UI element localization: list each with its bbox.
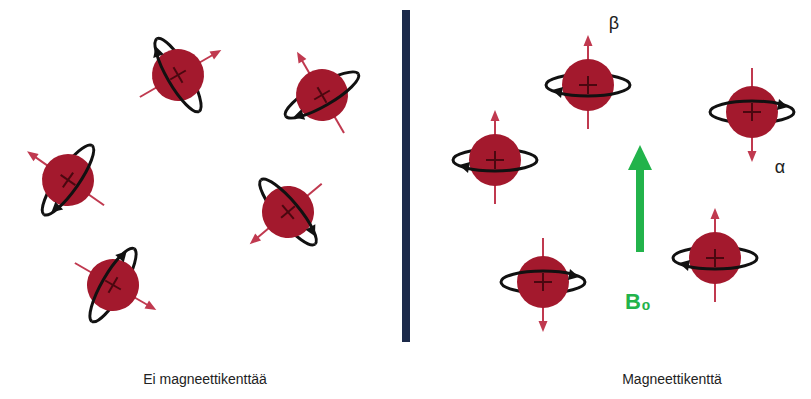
spin-state-label: α (775, 158, 785, 178)
nucleus-spin (3, 117, 128, 240)
nucleus-spin (223, 152, 349, 277)
nucleus-spin (710, 68, 794, 162)
nucleus-spin (119, 14, 242, 134)
field-label: B₀ (625, 290, 651, 314)
nucleus-spin (261, 31, 381, 154)
nucleus-spin (453, 110, 537, 204)
nucleus-spin (501, 238, 585, 332)
panel-caption: Magneettikenttä (622, 372, 722, 387)
nucleus-spin (673, 208, 757, 302)
spin-state-label: β (609, 14, 619, 34)
field-arrowhead (628, 145, 652, 170)
divider-bar (402, 10, 410, 342)
panel-caption: Ei magneettikenttää (143, 372, 267, 387)
nucleus-spin (54, 227, 177, 347)
field-arrow (636, 166, 644, 252)
nucleus-spin (546, 35, 630, 129)
